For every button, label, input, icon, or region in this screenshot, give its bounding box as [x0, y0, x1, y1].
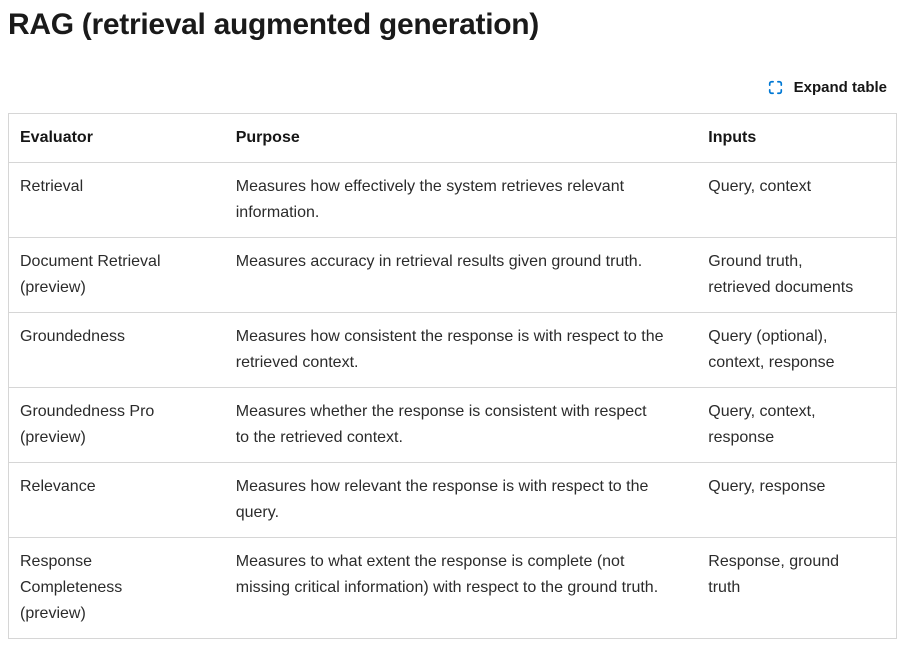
evaluators-table: Evaluator Purpose Inputs Retrieval Measu… [8, 113, 897, 639]
cell-purpose: Measures to what extent the response is … [235, 553, 659, 596]
table-row: Retrieval Measures how effectively the s… [8, 162, 897, 238]
table-header-row: Evaluator Purpose Inputs [8, 113, 897, 163]
table-row: Groundedness Pro (preview) Measures whet… [8, 387, 897, 463]
table-row: Groundedness Measures how consistent the… [8, 312, 897, 388]
cell-inputs: Response, ground truth [708, 553, 840, 596]
expand-icon [767, 79, 784, 96]
cell-purpose: Measures whether the response is consist… [224, 387, 698, 463]
page-title: RAG (retrieval augmented generation) [8, 8, 539, 41]
column-header-purpose: Purpose [224, 113, 698, 163]
cell-purpose: Measures how consistent the response is … [224, 312, 698, 388]
table-row: Relevance Measures how relevant the resp… [8, 462, 897, 538]
column-header-evaluator: Evaluator [8, 113, 225, 163]
cell-purpose: Measures how effectively the system retr… [224, 162, 698, 238]
cell-evaluator: Document Retrieval (preview) [8, 237, 225, 313]
cell-inputs: Query, context [697, 162, 897, 238]
cell-purpose: Measures how relevant the response is wi… [224, 462, 698, 538]
cell-inputs: Ground truth, retrieved documents [697, 237, 897, 313]
table-toolbar: Expand table [8, 77, 899, 98]
cell-purpose: Measures accuracy in retrieval results g… [224, 237, 698, 313]
table-row: Response Completeness (preview) Measures… [9, 538, 897, 639]
cell-inputs: Query (optional), context, response [697, 312, 897, 388]
cell-evaluator: Retrieval [8, 162, 225, 238]
expand-table-button[interactable]: Expand table [767, 77, 887, 98]
expand-table-label: Expand table [793, 79, 887, 96]
cell-inputs: Query, context, response [697, 387, 897, 463]
cell-evaluator: Groundedness Pro (preview) [8, 387, 225, 463]
cell-evaluator: Relevance [8, 462, 225, 538]
column-header-inputs: Inputs [697, 113, 897, 163]
table-row: Document Retrieval (preview) Measures ac… [8, 237, 897, 313]
cell-evaluator: Groundedness [8, 312, 225, 388]
cell-inputs: Query, response [697, 462, 897, 538]
cell-evaluator: Response Completeness (preview) [20, 553, 123, 622]
